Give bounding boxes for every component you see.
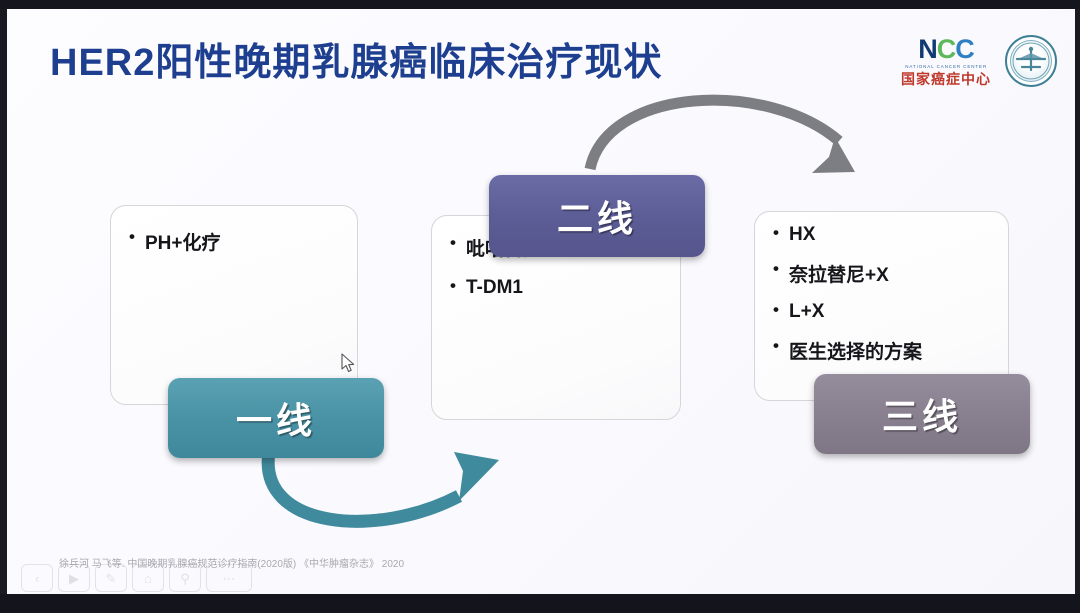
first-line-content-box: PH+化疗 (110, 205, 358, 405)
ncc-letter-n: N (918, 33, 937, 64)
search-button[interactable]: ⚲ (169, 564, 201, 592)
first-to-second-arrow (261, 451, 499, 528)
ncc-chinese-name: 国家癌症中心 (901, 71, 991, 88)
more-button[interactable]: ⋯ (206, 564, 252, 592)
ncc-subtitle: NATIONAL CANCER CENTER (905, 63, 987, 69)
second-line-chip: 二线 (489, 175, 705, 257)
ncc-letter-c1: C (936, 33, 956, 64)
first-line-regimen-list: PH+化疗 (111, 206, 357, 255)
slide-title: HER2阳性晚期乳腺癌临床治疗现状 (50, 42, 663, 84)
third-line-regimen-list: HX 奈拉替尼+X L+X 医生选择的方案 (755, 212, 1008, 364)
home-button[interactable]: ⌂ (132, 564, 164, 592)
third-line-chip: 三线 (814, 374, 1030, 454)
second-to-third-arrow (584, 94, 855, 173)
letterbox-left (0, 9, 7, 594)
letterbox-bottom (0, 594, 1080, 613)
first-line-chip: 一线 (168, 378, 384, 458)
list-item: HX (773, 223, 990, 246)
list-item: 奈拉替尼+X (773, 259, 990, 287)
list-item: 医生选择的方案 (773, 336, 990, 364)
ncc-letter-c2: C (955, 33, 974, 64)
back-button[interactable]: ‹ (21, 564, 53, 592)
letterbox-right (1075, 9, 1080, 594)
third-line-content-box: HX 奈拉替尼+X L+X 医生选择的方案 (754, 211, 1009, 401)
list-item: L+X (773, 300, 990, 323)
play-button[interactable]: ▶ (58, 564, 90, 592)
letterbox-top (0, 0, 1080, 9)
list-item: PH+化疗 (129, 227, 339, 255)
list-item: T-DM1 (450, 276, 662, 299)
source-citation: 徐兵河 马飞等. 中国晚期乳腺癌规范诊疗指南(2020版) 《中华肿瘤杂志》 2… (59, 559, 405, 570)
player-toolbar[interactable]: ‹ ▶ ✎ ⌂ ⚲ ⋯ (21, 564, 252, 592)
hospital-seal-icon (1005, 35, 1057, 87)
pen-button[interactable]: ✎ (95, 564, 127, 592)
